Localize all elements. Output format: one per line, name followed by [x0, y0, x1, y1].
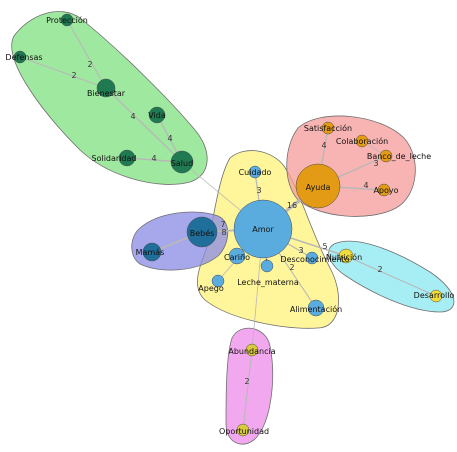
edge-weight-bienestar-salud: 4	[130, 112, 135, 121]
node-label-banco: Banco_de_leche	[367, 152, 431, 161]
node-label-leche_materna: Leche_materna	[237, 278, 299, 287]
edge-weight-bebes-mamas: 8	[221, 228, 226, 237]
node-carino[interactable]	[228, 247, 246, 265]
edge-weight-ayuda-banco: 3	[373, 159, 378, 168]
node-label-solidaridad: Solidaridad	[92, 154, 137, 163]
node-amor[interactable]	[233, 199, 293, 259]
node-label-mamas: Mamás	[136, 248, 165, 257]
edge-weight-ayuda-satisfaccion: 4	[321, 141, 326, 150]
node-bienestar[interactable]	[96, 78, 116, 98]
node-apego[interactable]	[211, 274, 225, 288]
node-salud[interactable]	[170, 150, 194, 174]
edge-bienestar-salud	[105, 87, 183, 163]
edge-weight-amor-desconocimiento: 3	[298, 246, 303, 255]
node-colaboracion[interactable]	[355, 134, 369, 148]
node-ayuda[interactable]	[295, 163, 341, 209]
node-apoyo[interactable]	[377, 183, 391, 197]
node-label-desarrollo: Desarrollo	[414, 291, 455, 300]
node-cuidado[interactable]	[248, 165, 262, 179]
edge-weight-abundancia-oportunidad: 2	[244, 377, 249, 386]
node-oportunidad[interactable]	[236, 423, 250, 437]
node-alimentacion[interactable]	[307, 299, 325, 317]
edge-weight-vida-salud: 4	[167, 134, 172, 143]
node-label-alimentacion: Alimentación	[290, 304, 342, 314]
node-solidaridad[interactable]	[118, 149, 136, 167]
node-label-bienestar: Bienestar	[87, 89, 126, 98]
node-label-carino: Cariño	[224, 253, 250, 262]
edge-weight-defensas-bienestar: 2	[71, 71, 76, 80]
node-label-vida: Vida	[148, 111, 166, 120]
edge-weight-nutricion-desarrollo: 2	[377, 265, 382, 274]
group-hull-magenta	[225, 327, 274, 445]
node-label-oportunidad: Oportunidad	[219, 427, 269, 436]
node-label-ayuda: Ayuda	[306, 183, 331, 192]
edge-abundancia-oportunidad	[242, 349, 253, 431]
node-label-apoyo: Apoyo	[373, 186, 398, 195]
node-nutricion[interactable]	[338, 248, 354, 264]
edge-nutricion-desarrollo	[345, 255, 437, 297]
node-label-desconocimiento: Desconocimiento	[280, 255, 349, 264]
group-hull-green	[11, 11, 208, 185]
node-label-satisfaccion: Satisfacción	[304, 123, 352, 133]
node-label-cuidado: Cuidado	[239, 168, 272, 177]
edge-weight-solidaridad-salud: 4	[151, 154, 156, 163]
edge-weight-amor-cuidado: 3	[256, 186, 261, 195]
node-proteccion[interactable]	[60, 13, 74, 27]
node-banco[interactable]	[379, 149, 393, 163]
node-desarrollo[interactable]	[429, 289, 443, 303]
node-label-salud: Salud	[171, 159, 193, 168]
node-desconocimiento[interactable]	[305, 251, 319, 265]
node-mamas[interactable]	[142, 242, 162, 262]
node-label-bebes: Bebés	[190, 228, 215, 238]
node-label-colaboracion: Colaboración	[336, 136, 388, 146]
edge-weight-ayuda-apoyo: 4	[363, 181, 368, 190]
edge-weight-amor-nutricion: 5	[322, 242, 327, 251]
node-defensas[interactable]	[13, 50, 27, 64]
node-label-amor: Amor	[252, 225, 274, 234]
node-abundancia[interactable]	[245, 343, 259, 357]
node-vida[interactable]	[148, 106, 166, 124]
node-label-nutricion: Nutrición	[326, 252, 362, 262]
edge-weight-amor-ayuda: 16	[287, 201, 297, 210]
edge-weight-amor-alimentacion: 2	[289, 263, 294, 272]
node-label-proteccion: Protección	[46, 15, 88, 25]
node-leche_materna[interactable]	[260, 259, 274, 273]
edge-proteccion-bienestar	[66, 19, 107, 89]
edge-weight-amor-bebes: 7	[220, 220, 225, 229]
edge-weight-proteccion-bienestar: 2	[87, 60, 92, 69]
node-label-abundancia: Abundancia	[228, 347, 275, 356]
node-satisfaccion[interactable]	[321, 121, 335, 135]
edge-defensas-bienestar	[19, 56, 107, 89]
node-bebes[interactable]	[186, 216, 218, 248]
node-label-apego: Apego	[198, 284, 224, 293]
node-label-defensas: Defensas	[5, 53, 42, 62]
